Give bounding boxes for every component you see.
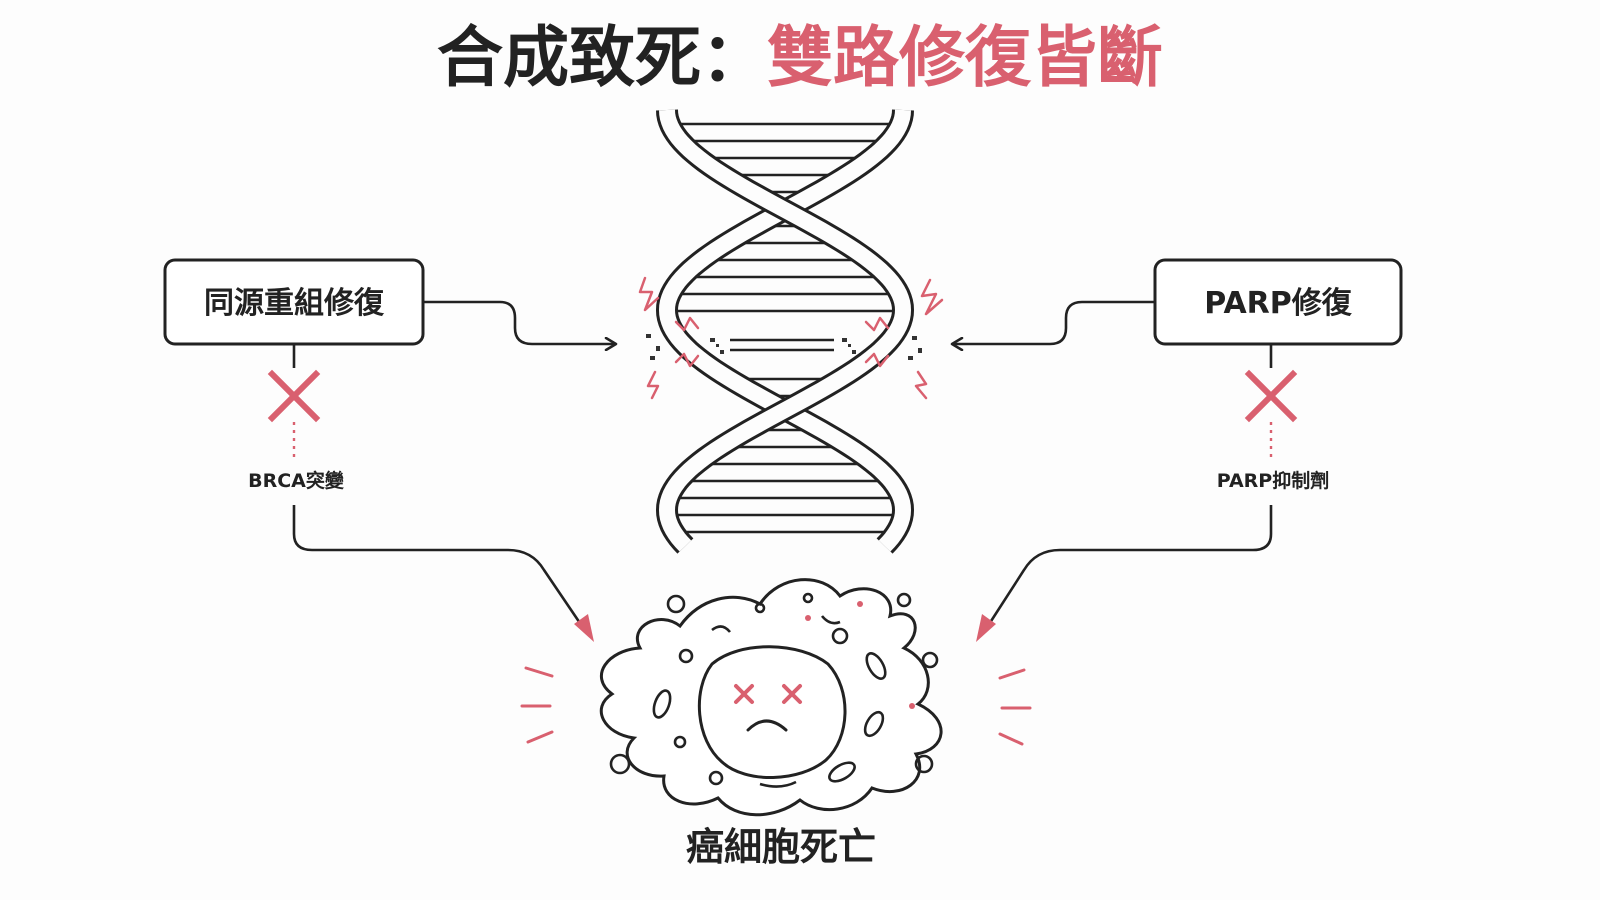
parp-repair-label: PARP修復	[1204, 286, 1353, 321]
dna-break-marks	[638, 276, 944, 400]
lightning-icon	[646, 370, 660, 400]
cross-mark-icon	[267, 369, 321, 423]
left-arrow-head	[574, 614, 594, 642]
cancer-cell-death-label: 癌細胞死亡	[686, 825, 876, 869]
right-arrow-head	[976, 614, 996, 642]
parp-inhibitor-label: PARP抑制劑	[1217, 469, 1329, 492]
left-to-cell-arrow	[292, 505, 588, 633]
dna-helix-icon	[655, 109, 915, 554]
cross-mark-icon	[1244, 369, 1298, 423]
dna-fragments	[646, 334, 922, 360]
left-to-dna-arrow	[423, 300, 616, 344]
title-prefix: 合成致死：	[437, 19, 767, 96]
page-title: 合成致死：雙路修復皆斷	[437, 19, 1163, 96]
lightning-icon	[914, 370, 928, 400]
dead-cell-icon	[520, 578, 1032, 817]
right-to-dna-arrow	[952, 300, 1155, 344]
dna-strand-2	[658, 109, 912, 552]
lightning-icon	[920, 278, 944, 316]
dna-strand-1	[658, 109, 912, 552]
right-to-cell-arrow	[982, 505, 1273, 633]
title-highlight: 雙路修復皆斷	[767, 19, 1163, 96]
homologous-recombination-label: 同源重組修復	[204, 286, 385, 321]
lightning-icon	[638, 276, 660, 312]
brca-mutation-label: BRCA突變	[248, 469, 345, 492]
